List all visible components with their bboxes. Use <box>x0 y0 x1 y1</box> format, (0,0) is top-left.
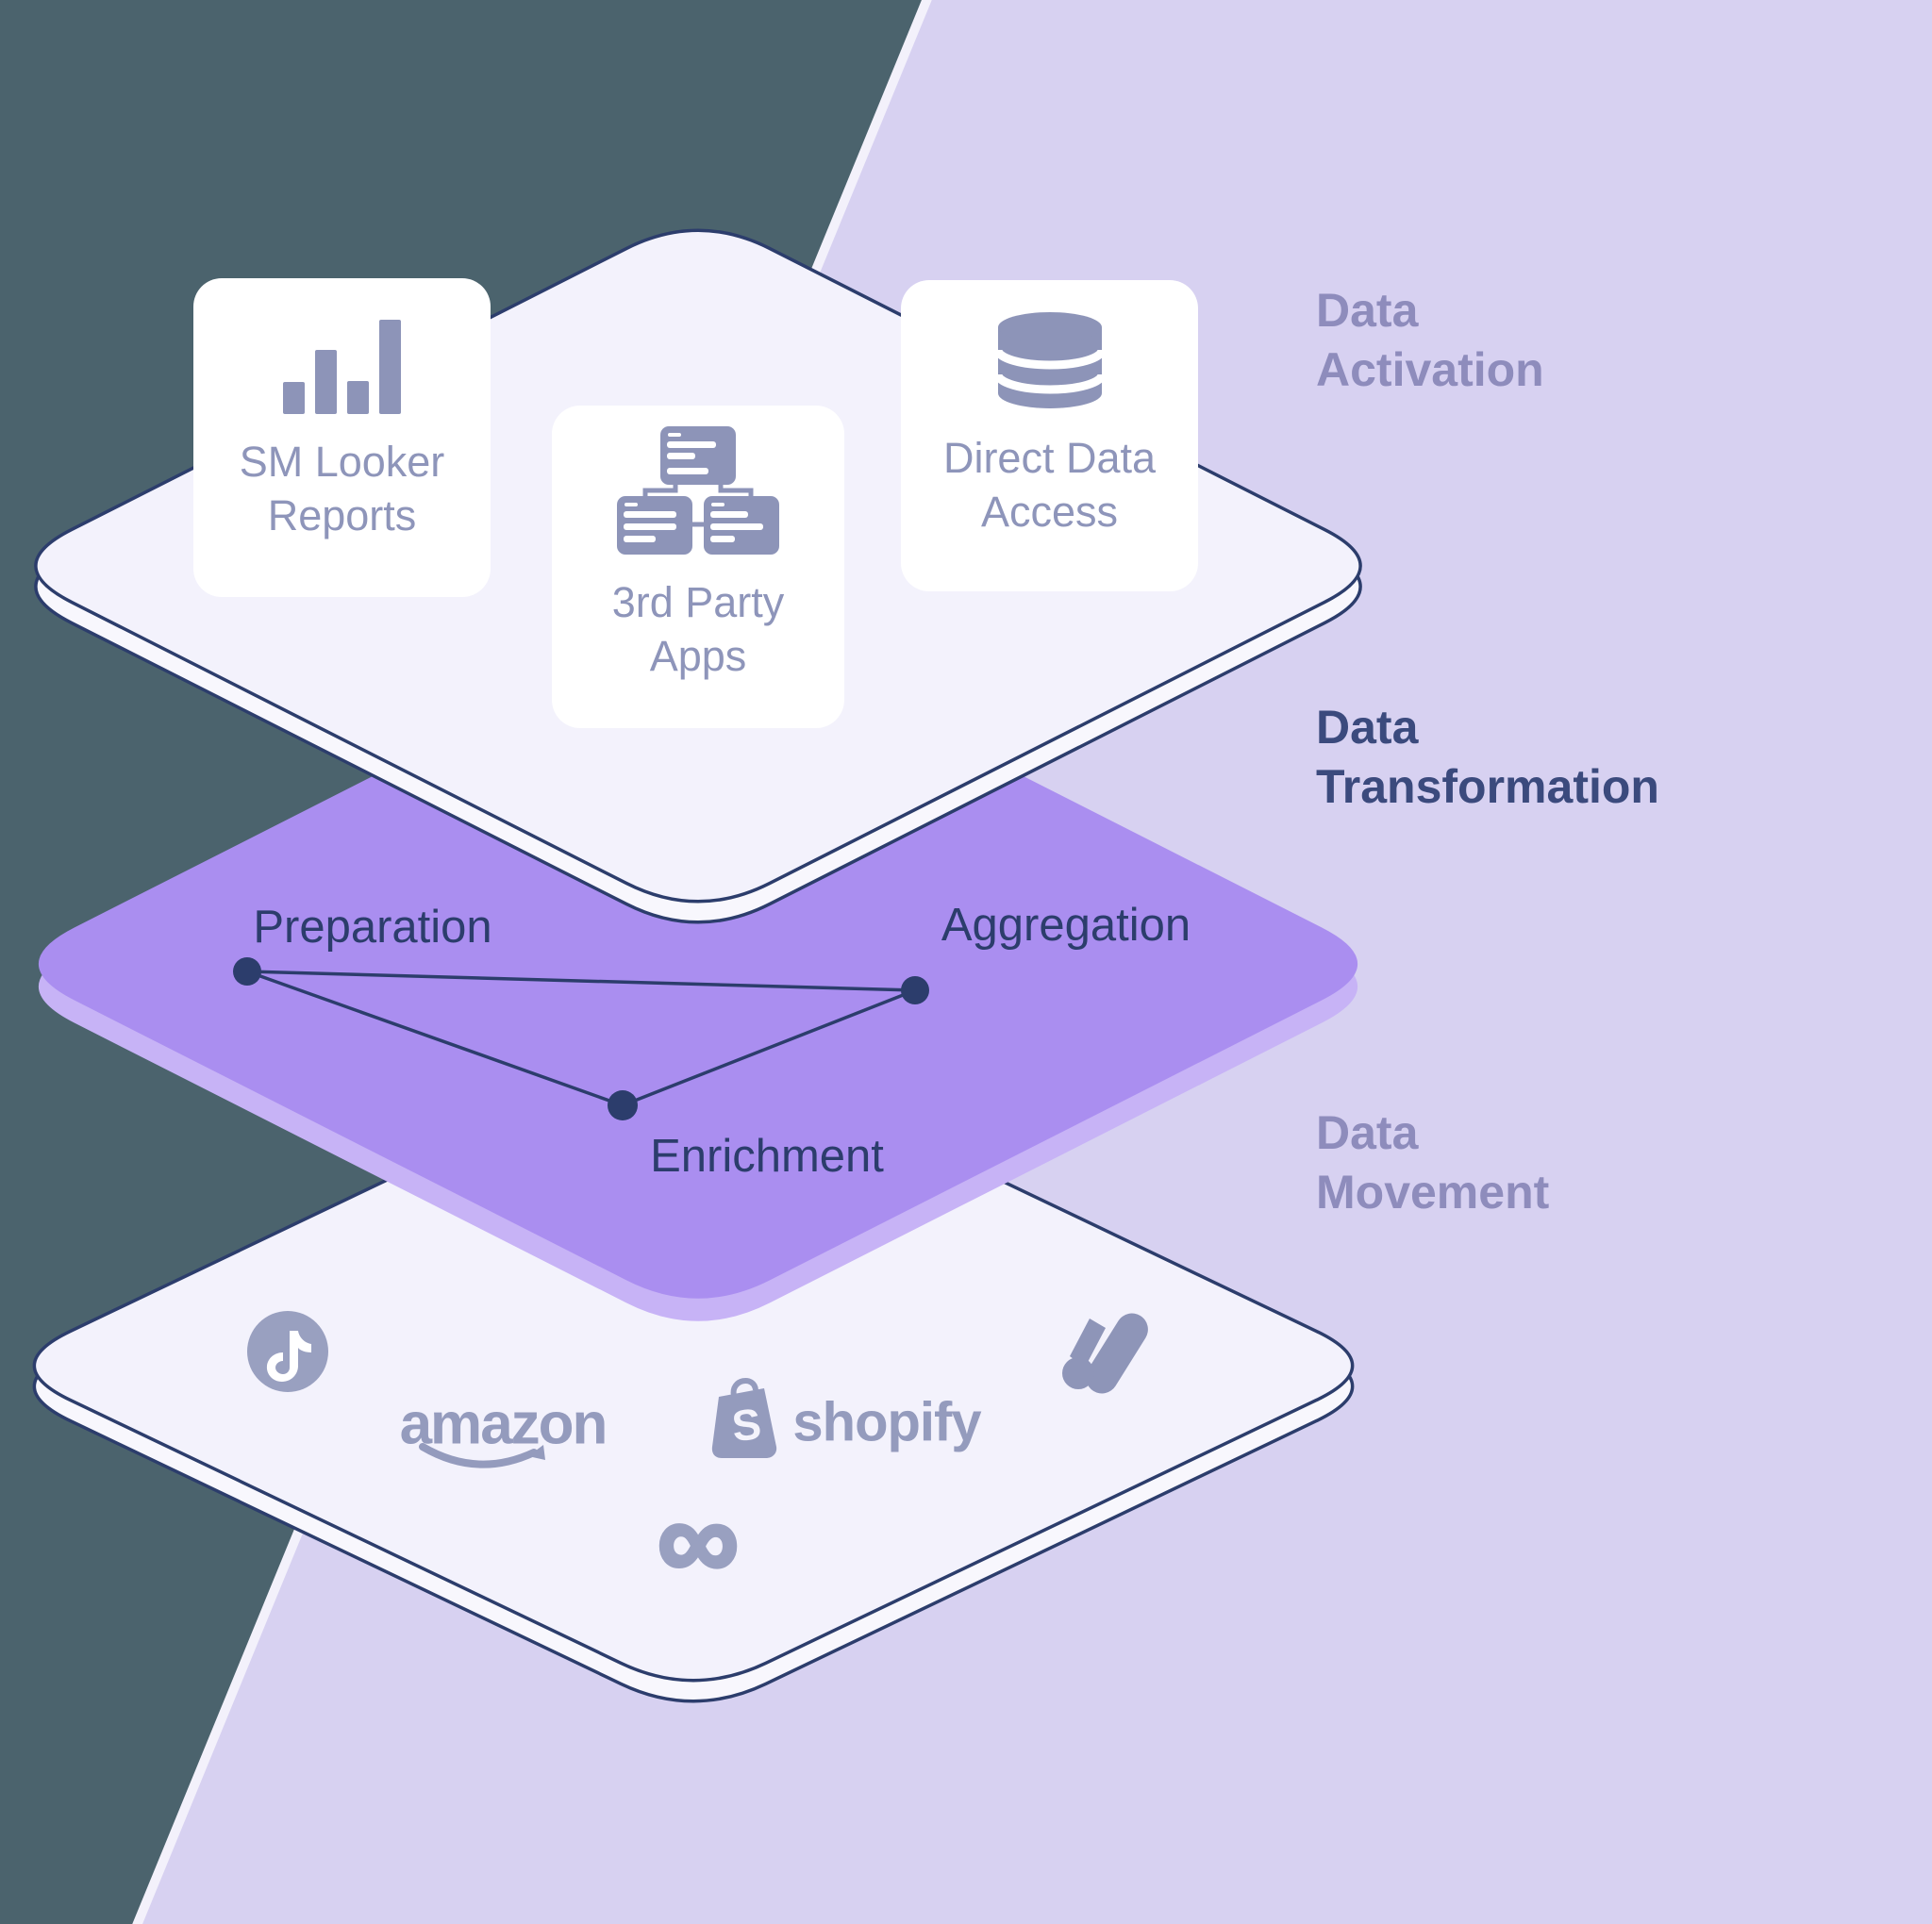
enrichment-node-dot <box>608 1090 638 1120</box>
card-label-line1: 3rd Party <box>611 578 785 626</box>
app-windows-icon <box>617 426 779 555</box>
stage-label-line1: Data <box>1316 1106 1419 1159</box>
card-label-line2: Access <box>980 488 1119 537</box>
card-label: Direct Data Access <box>901 431 1198 539</box>
bar-chart-icon <box>282 320 402 414</box>
stage-label-line2: Transformation <box>1316 760 1659 813</box>
node-graph-edges <box>246 970 916 1107</box>
card-label-line1: Direct Data <box>942 434 1157 482</box>
layer-data-transformation <box>38 629 1358 1321</box>
card-label-line1: SM Looker <box>239 438 445 486</box>
shopify-bag-icon: S <box>711 1378 777 1458</box>
layer-data-movement <box>32 1049 1355 1703</box>
amazon-wordmark: amazon <box>399 1391 608 1457</box>
card-label-line2: Apps <box>649 632 747 681</box>
meta-icon: ∞ <box>656 1473 741 1605</box>
preparation-node-dot <box>233 957 261 986</box>
aggregation-node-dot <box>901 976 929 1004</box>
shopify-wordmark: shopify <box>792 1391 981 1453</box>
stage-label-data-transformation: Data Transformation <box>1316 698 1659 817</box>
node-graph-dots <box>233 957 929 1120</box>
transformation-layer-face <box>38 629 1358 1299</box>
node-label-aggregation: Aggregation <box>941 900 1191 951</box>
shopify-bag-letter: S <box>729 1399 763 1451</box>
database-icon <box>993 310 1107 410</box>
card-3rd-party-apps: 3rd Party Apps <box>552 406 844 728</box>
card-sm-looker-reports: SM Looker Reports <box>193 278 491 597</box>
google-ads-icon <box>1062 1313 1148 1394</box>
amazon-smile-icon <box>419 1443 545 1468</box>
node-label-preparation: Preparation <box>253 902 492 953</box>
card-label: 3rd Party Apps <box>552 575 844 683</box>
stage-label-line1: Data <box>1316 284 1419 337</box>
stage-label-data-movement: Data Movement <box>1316 1103 1549 1222</box>
card-label-line2: Reports <box>267 491 417 540</box>
stage-label-line1: Data <box>1316 701 1419 754</box>
stage-label-line2: Movement <box>1316 1166 1550 1219</box>
card-direct-data-access: Direct Data Access <box>901 280 1198 591</box>
tiktok-icon <box>247 1311 328 1392</box>
stage-label-line2: Activation <box>1316 343 1544 396</box>
stage-label-data-activation: Data Activation <box>1316 281 1544 400</box>
node-label-enrichment: Enrichment <box>650 1131 884 1182</box>
card-label: SM Looker Reports <box>193 435 491 542</box>
